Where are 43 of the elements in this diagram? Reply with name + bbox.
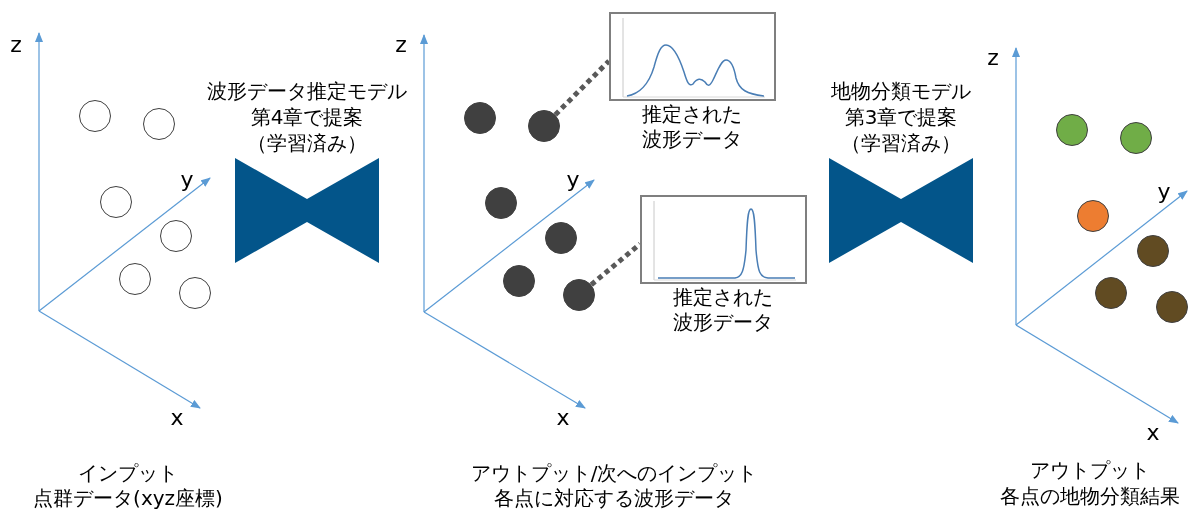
point-circle: [485, 187, 517, 219]
point-circle: [503, 265, 535, 297]
point-circle: [179, 277, 211, 309]
point-circle: [100, 186, 132, 218]
point-circle: [160, 220, 192, 252]
model-label: 第3章で提案: [843, 104, 959, 130]
axis-label: x: [170, 405, 184, 431]
caption-text: 各点に対応する波形データ: [494, 487, 734, 509]
caption-text: アウトプット: [1030, 459, 1150, 481]
model-label: 地物分類モデル: [830, 78, 972, 104]
point-circle: [464, 102, 496, 134]
point-circle: [1077, 200, 1109, 232]
point-circle: [143, 108, 175, 140]
point-circle: [79, 100, 111, 132]
model-label: （学習済み）: [246, 130, 368, 156]
axis-label: z: [987, 45, 999, 71]
model-label: （学習済み）: [840, 130, 962, 156]
point-circle: [528, 110, 560, 142]
axis-label: y: [566, 167, 580, 193]
caption-text: インプット: [78, 462, 178, 484]
model-label: 第4章で提案: [249, 104, 365, 130]
axis-label: z: [395, 32, 407, 58]
caption-text: アウトプット/次へのインプット: [470, 462, 758, 484]
caption-text: 点群データ(xyz座標): [33, 487, 223, 509]
dotted-connector: [553, 59, 611, 117]
axis-label: x: [556, 405, 570, 431]
plot-caption: 推定された波形データ: [672, 285, 774, 335]
axis-label: z: [10, 32, 22, 58]
axis-label: x: [1146, 420, 1160, 446]
point-circle: [1056, 114, 1088, 146]
caption-text: 各点の地物分類結果: [1000, 485, 1180, 507]
point-circle: [1156, 291, 1188, 323]
axis-label: y: [1157, 179, 1171, 205]
point-circle: [1137, 235, 1169, 267]
point-circle: [119, 263, 151, 295]
model-label: 波形データ推定モデル: [206, 78, 408, 104]
plot-caption: 推定された波形データ: [641, 102, 743, 152]
axis-label: y: [180, 167, 194, 193]
point-circle: [563, 279, 595, 311]
dotted-connector: [589, 242, 642, 287]
point-circle: [1095, 277, 1127, 309]
point-circle: [1120, 122, 1152, 154]
point-circle: [545, 222, 577, 254]
